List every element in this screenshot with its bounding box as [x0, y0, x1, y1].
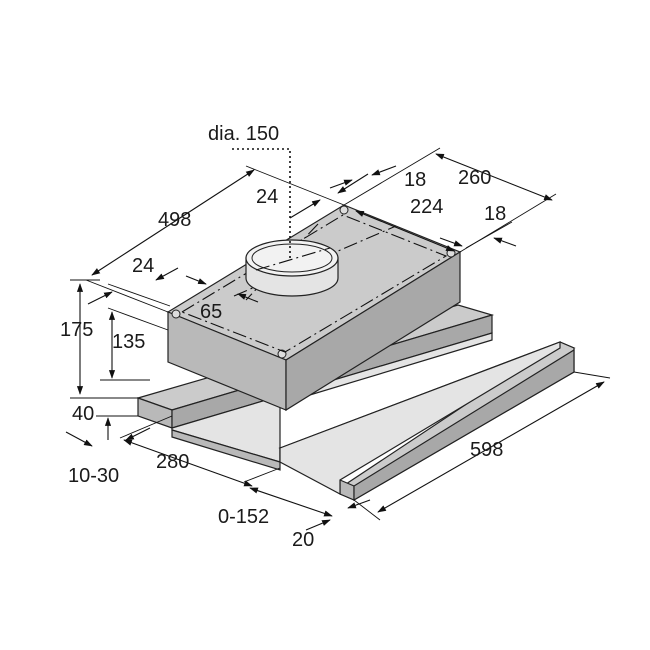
duct-centre-line — [232, 148, 291, 258]
label-24-top: 24 — [256, 186, 278, 208]
exhaust-collar — [245, 239, 339, 297]
label-20: 20 — [292, 529, 314, 551]
label-40: 40 — [72, 403, 94, 425]
label-598: 598 — [470, 439, 503, 461]
label-24-left: 24 — [132, 255, 154, 277]
label-280: 280 — [156, 451, 189, 473]
label-18-top: 18 — [404, 169, 426, 191]
dimension-lines — [65, 147, 611, 531]
label-224: 224 — [410, 196, 443, 218]
label-498: 498 — [158, 209, 191, 231]
dimension-labels: dia. 150 260 18 24 224 18 498 24 65 175 … — [60, 123, 506, 551]
label-10-30: 10-30 — [68, 465, 119, 487]
label-260: 260 — [458, 167, 491, 189]
label-175: 175 — [60, 319, 93, 341]
label-18-right: 18 — [484, 203, 506, 225]
label-0-152: 0-152 — [218, 506, 269, 528]
label-135: 135 — [112, 331, 145, 353]
label-65: 65 — [200, 301, 222, 323]
label-dia-150: dia. 150 — [208, 123, 279, 145]
